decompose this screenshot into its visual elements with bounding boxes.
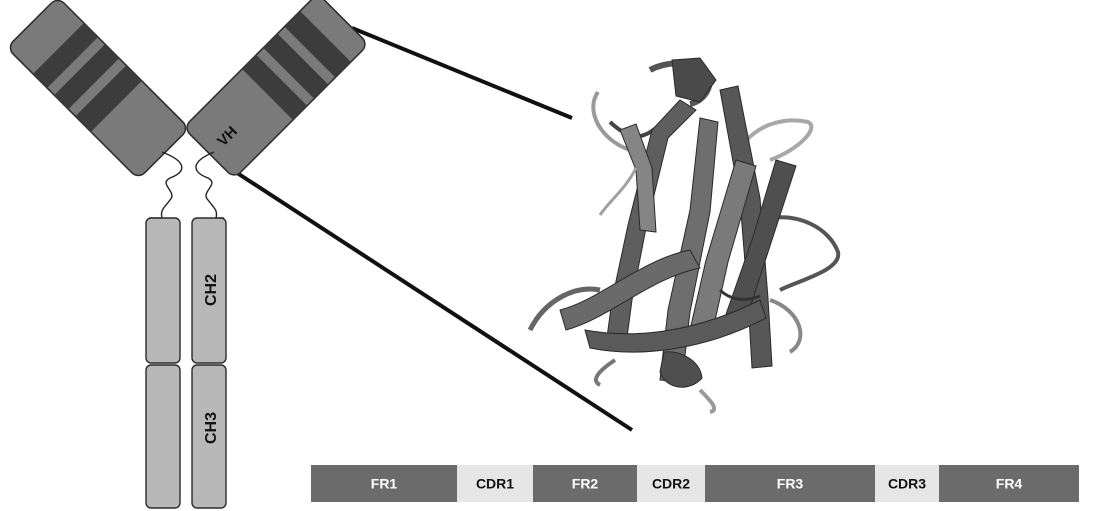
region-label: CDR2 (652, 476, 690, 492)
region-segment-cdr1: CDR1 (457, 465, 533, 502)
region-segment-fr1: FR1 (311, 465, 457, 502)
region-label: FR3 (777, 476, 804, 492)
cdr-band (242, 54, 308, 120)
cdr-band (263, 33, 329, 99)
region-segment-fr3: FR3 (705, 465, 875, 502)
cdr-band (32, 22, 98, 88)
region-label: FR1 (371, 476, 398, 492)
left-variable-domain (9, 0, 187, 177)
region-block (875, 465, 939, 502)
hinge-left (160, 151, 183, 219)
cdr-band (75, 65, 142, 132)
ch2-label: CH2 (203, 274, 220, 306)
right-ch3-domain (191, 364, 227, 509)
region-block (705, 465, 875, 502)
left-ch2-domain (145, 217, 181, 364)
region-block (457, 465, 533, 502)
region-label: FR4 (996, 476, 1023, 492)
zoom-line-top (351, 26, 573, 120)
hinge-right (195, 151, 218, 219)
region-segment-fr2: FR2 (533, 465, 637, 502)
region-segment-cdr3: CDR3 (875, 465, 939, 502)
region-block (939, 465, 1079, 502)
region-segment-fr4: FR4 (939, 465, 1079, 502)
region-block (311, 465, 457, 502)
left-ch3-domain (145, 364, 181, 509)
region-segment-cdr2: CDR2 (637, 465, 705, 502)
cdr-band (54, 44, 120, 110)
vh-region-bar: FR1 CDR1 FR2 CDR2 FR3 CDR3 FR4 (311, 465, 1079, 502)
region-label: CDR1 (476, 476, 514, 492)
region-label: CDR3 (888, 476, 926, 492)
right-ch2-domain (191, 217, 227, 364)
ch3-label: CH3 (203, 412, 220, 444)
region-block (533, 465, 637, 502)
region-block (637, 465, 705, 502)
vh-3d-ribbon-structure (527, 57, 841, 414)
region-label: FR2 (572, 476, 599, 492)
vh-domain: VH (186, 0, 366, 176)
zoom-line-bottom (226, 165, 634, 432)
cdr-band (284, 11, 351, 78)
